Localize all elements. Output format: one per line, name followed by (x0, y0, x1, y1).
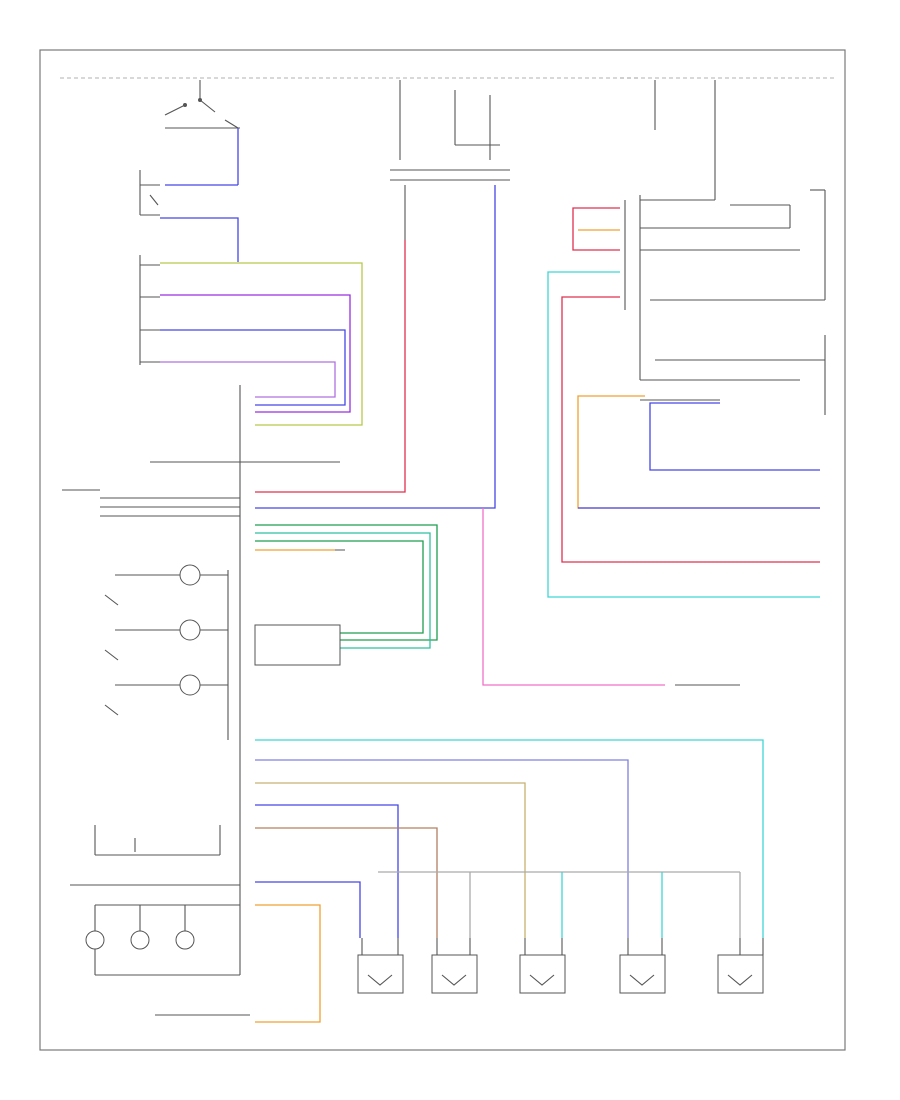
actuator-5 (717, 954, 764, 994)
diagram-frame (39, 49, 846, 1051)
wire-green-1 (255, 524, 438, 641)
wire-teal-1 (255, 532, 431, 649)
wire-purple-1 (160, 294, 351, 413)
wire-yellow-green (160, 262, 363, 426)
wire-tan-lower (255, 782, 526, 938)
wire-switch-blue (160, 217, 239, 262)
indicator-bracket (94, 825, 221, 856)
right-switch-lower (639, 310, 826, 415)
wire-purple-2 (160, 361, 336, 398)
wire-orange-right (577, 395, 820, 509)
wire-blue-first (255, 881, 361, 938)
actuator-1 (357, 954, 404, 994)
switch-stack-middle (139, 255, 160, 365)
wire-red-fuse (255, 240, 406, 493)
wire-pink (482, 508, 665, 686)
wire-brown-lower (255, 827, 438, 938)
wire-light-blue-lower (255, 739, 764, 938)
actuator-2 (431, 954, 478, 994)
wire-blue-lower (255, 759, 629, 938)
wire-red-long (561, 296, 820, 563)
switch-stack-top (139, 170, 160, 216)
right-switch-upper (624, 80, 826, 310)
wire-blue-2 (160, 329, 346, 406)
ignition-switch (164, 80, 240, 129)
wire-blue-fuse (255, 185, 496, 509)
wire-blue-right-1 (649, 402, 820, 471)
wire-light-blue-long (547, 271, 820, 598)
sensor-box (254, 624, 341, 666)
actuator-leads (361, 938, 764, 955)
actuator-4 (619, 954, 666, 994)
wire-blue-lower-2 (255, 804, 399, 938)
wire-green-2 (255, 540, 424, 634)
wire-orange-bottom (255, 904, 321, 1023)
wire-red-upper (572, 207, 620, 251)
actuator-3 (519, 954, 566, 994)
lamp-group-left (104, 564, 228, 716)
fuse-block (390, 80, 510, 181)
gauge-cluster (70, 884, 240, 976)
